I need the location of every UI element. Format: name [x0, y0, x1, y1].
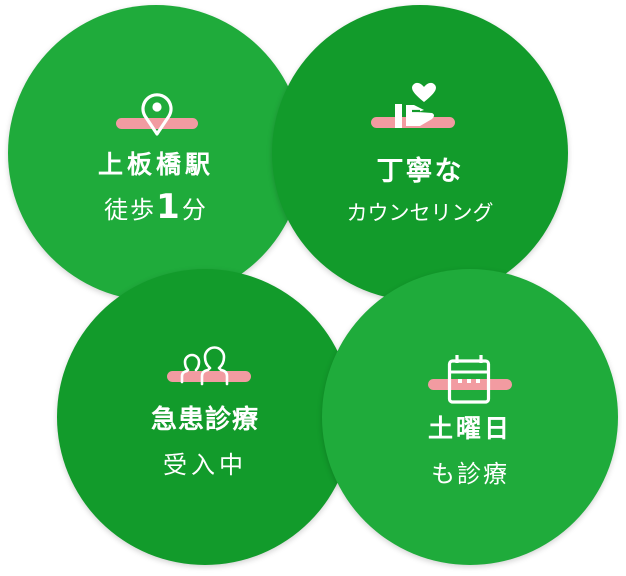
hand-heart-icon — [395, 82, 436, 128]
subtitle-number: 1 — [156, 187, 182, 227]
feature-subtitle: も診療 — [431, 460, 509, 488]
feature-subtitle: 徒歩1分 — [8, 187, 304, 227]
calendar-icon — [447, 355, 491, 404]
accent-bar — [428, 379, 512, 390]
feature-emergency: 急患診療 受入中 — [57, 269, 353, 565]
feature-title: 丁寧な — [376, 156, 464, 187]
feature-subtitle: 受入中 — [163, 451, 247, 479]
feature-access: 上板橋駅 徒歩1分 — [8, 5, 304, 301]
feature-saturday: 土曜日 も診療 — [322, 269, 618, 565]
accent-bar — [167, 371, 251, 382]
map-pin-icon — [141, 93, 173, 136]
feature-subtitle: カウンセリング — [346, 201, 494, 225]
subtitle-unit: 分 — [181, 196, 208, 224]
feature-title: 上板橋駅 — [97, 150, 214, 179]
feature-title: 土曜日 — [427, 414, 512, 443]
people-icon — [180, 346, 229, 386]
accent-bar — [116, 118, 198, 129]
feature-counseling: 丁寧な カウンセリング — [272, 5, 568, 301]
subtitle-text: 徒歩 — [104, 196, 157, 224]
feature-title: 急患診療 — [150, 405, 259, 435]
